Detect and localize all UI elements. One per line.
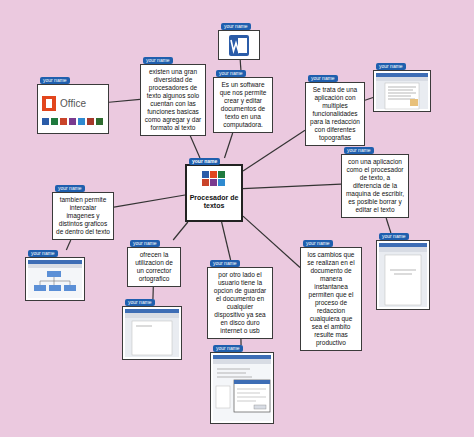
box-text: con una aplicacion como el procesador de… — [345, 158, 405, 214]
image-box: your name — [373, 70, 431, 112]
name-tab: your name — [210, 260, 240, 267]
image-box: your name — [25, 257, 85, 301]
name-tab: your name — [125, 299, 155, 306]
screenshot — [210, 352, 274, 424]
screenshot — [376, 240, 430, 310]
connector — [386, 218, 391, 233]
name-tab: your name — [344, 147, 374, 154]
connector — [66, 240, 70, 250]
box-text: Se trata de una aplicación con multiples… — [309, 86, 361, 142]
text-box: your namelos cambios que se realizan en … — [300, 247, 362, 351]
text-box: your nameexisten una gran diversidad de … — [140, 64, 206, 136]
word-icon — [218, 30, 260, 60]
text-box: your nameofrecen la utilizacion de un co… — [127, 247, 181, 287]
name-tab: your name — [376, 63, 406, 70]
box-text: por otro lado el usuario tiene la opcion… — [211, 271, 269, 335]
box-text: existen una gran diversidad de procesado… — [144, 68, 202, 132]
image-box: your name — [218, 30, 260, 60]
connector — [109, 99, 140, 102]
text-box: your nameEs un software que nos permite … — [213, 77, 273, 133]
name-tab: your name — [189, 158, 220, 165]
connector — [365, 97, 373, 100]
text-box: your namepor otro lado el usuario tiene … — [207, 267, 273, 339]
name-tab: your name — [55, 185, 85, 192]
screenshot — [25, 257, 85, 301]
box-text: ofrecen la utilizacion de un corrector o… — [131, 251, 177, 283]
name-tab: your name — [213, 345, 243, 352]
box-text: Es un software que nos permite crear y e… — [217, 81, 269, 129]
central-box: your nameProcesador de textos — [185, 164, 243, 222]
connector — [243, 216, 300, 267]
image-box: your name — [376, 240, 430, 310]
screenshot — [122, 306, 182, 360]
connector — [173, 222, 188, 240]
connector — [152, 287, 154, 299]
connector — [240, 60, 242, 70]
name-tab: your name — [308, 75, 338, 82]
screenshot — [373, 70, 431, 112]
connector — [114, 195, 185, 207]
name-tab: your name — [40, 77, 70, 84]
text-box: your nametambien permite intercalar imag… — [52, 192, 114, 240]
logo-text: Office — [60, 98, 86, 110]
name-tab: your name — [216, 70, 246, 77]
name-tab: your name — [143, 57, 173, 64]
connector — [243, 130, 305, 171]
connector — [222, 222, 231, 260]
connector — [224, 133, 232, 158]
box-text: los cambios que se realizan en el docume… — [304, 251, 358, 347]
name-tab: your name — [379, 233, 409, 240]
connector — [243, 184, 341, 189]
image-box: your name — [210, 352, 274, 424]
box-text: tambien permite intercalar imagenes y di… — [56, 196, 110, 236]
name-tab: your name — [130, 240, 160, 247]
center-icon — [185, 164, 243, 222]
connector — [190, 136, 200, 158]
text-box: your namecon una aplicacion como el proc… — [341, 154, 409, 218]
name-tab: your name — [221, 23, 251, 30]
name-tab: your name — [28, 250, 58, 257]
text-box: your nameSe trata de una aplicación con … — [305, 82, 365, 146]
central-title: Procesador de textos — [189, 194, 239, 210]
image-box: your nameOffice — [37, 84, 109, 134]
name-tab: your name — [303, 240, 333, 247]
image-box: your name — [122, 306, 182, 360]
